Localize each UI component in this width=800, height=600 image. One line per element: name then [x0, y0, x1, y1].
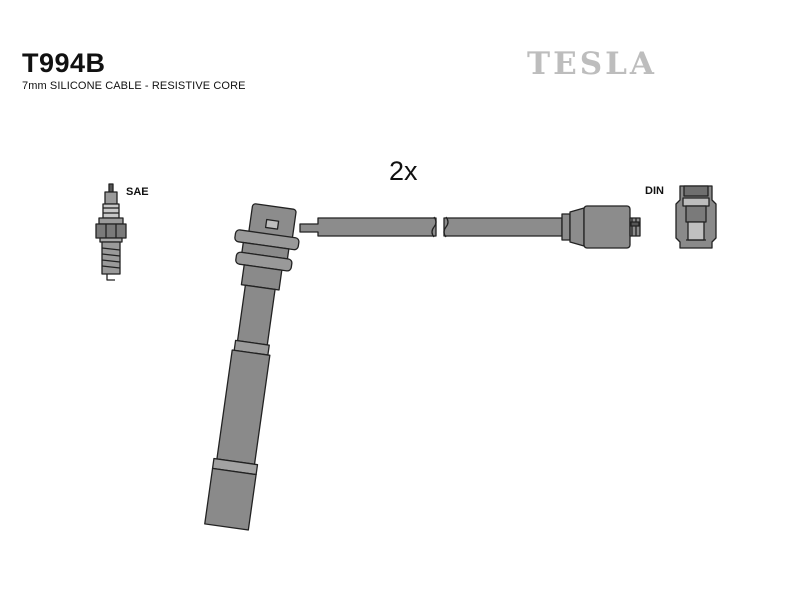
cable-description: 7mm SILICONE CABLE - RESISTIVE CORE [22, 80, 246, 92]
part-number: T994B [22, 48, 106, 78]
din-terminal-icon [675, 185, 717, 249]
din-terminal-label: DIN [645, 185, 664, 197]
sae-terminal-label: SAE [126, 186, 149, 198]
quantity-label: 2x [389, 156, 418, 186]
coil-connector-boot [561, 205, 641, 249]
spark-plug-icon [95, 183, 127, 281]
spark-plug-boot [204, 203, 300, 531]
ignition-cable [299, 216, 563, 238]
brand-logo: TESLA [527, 46, 657, 82]
